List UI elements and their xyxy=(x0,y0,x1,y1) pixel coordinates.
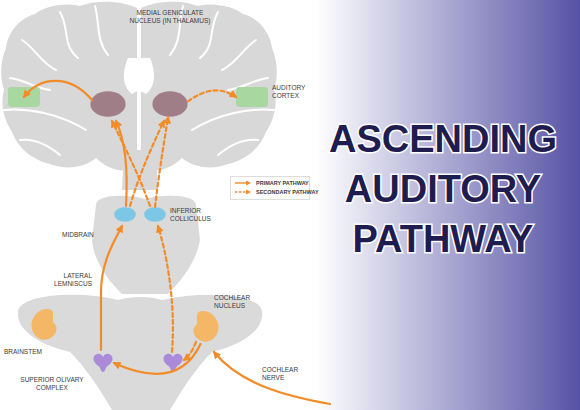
shape-fill xyxy=(144,207,166,222)
title-text: ASCENDING AUDITORY PATHWAY xyxy=(318,114,568,264)
shape-fill xyxy=(236,87,268,107)
legend-line xyxy=(235,182,247,183)
shape-outline xyxy=(92,352,114,372)
secondary-tract xyxy=(130,121,164,206)
primary-tract xyxy=(101,226,122,350)
colliculus-oval xyxy=(114,207,136,222)
nucleus-blob xyxy=(32,309,57,340)
brain-section xyxy=(1,0,277,190)
shape-outline xyxy=(152,91,188,117)
legend-arrowhead xyxy=(246,190,251,195)
olivary-blob xyxy=(163,354,182,372)
shape-outline xyxy=(236,86,268,108)
nucleus-oval xyxy=(90,91,125,116)
legend-row: PRIMARY PATHWAY xyxy=(234,179,306,188)
structure-label: AUDITORY CORTEX xyxy=(272,84,316,100)
shape-fill xyxy=(193,311,218,342)
structure-label: INFERIOR COLLICULUS xyxy=(170,207,232,223)
brainstem-section xyxy=(18,295,262,410)
legend-text: PRIMARY PATHWAY xyxy=(256,180,309,187)
shape-outline xyxy=(144,207,166,222)
region-label: MIDBRAIN xyxy=(62,231,122,239)
legend-sample xyxy=(234,189,252,195)
legend-box: PRIMARY PATHWAYSECONDARY PATHWAY xyxy=(230,176,310,200)
pathway-connector xyxy=(155,117,168,207)
nerve-label: COCHLEAR NERVE xyxy=(262,366,312,382)
cortex-band: AUDITORY CORTEX xyxy=(236,86,268,108)
tract-label: LATERAL LEMNISCUS xyxy=(28,272,92,288)
shape-fill xyxy=(152,91,187,116)
gradient-panel xyxy=(280,0,580,410)
legend-row: SECONDARY PATHWAY xyxy=(234,188,306,197)
shape-outline xyxy=(190,310,220,344)
pathway-connector xyxy=(114,344,201,374)
region-label: BRAINSTEM xyxy=(4,348,64,356)
legend-line xyxy=(235,191,247,192)
structure-label: MEDIAL GENICULATE NUCLEUS (IN THALAMUS) xyxy=(122,9,218,25)
cochlear-nerve-fiber xyxy=(214,352,330,404)
colliculus-oval: INFERIOR COLLICULUS xyxy=(144,207,166,222)
secondary-tract xyxy=(112,121,150,206)
primary-tract xyxy=(24,81,92,100)
nucleus-blob: COCHLEAR NUCLEUS xyxy=(190,310,220,344)
nucleus-oval: MEDIAL GENICULATE NUCLEUS (IN THALAMUS) xyxy=(152,91,188,117)
secondary-tract xyxy=(184,342,196,360)
structure-label: SUPERIOR OLIVARY COMPLEX xyxy=(12,376,92,392)
legend-text: SECONDARY PATHWAY xyxy=(256,189,319,196)
olivary-blob: SUPERIOR OLIVARY COMPLEX xyxy=(92,352,114,372)
legend-sample xyxy=(234,180,252,186)
shape-fill xyxy=(93,354,112,372)
legend-arrowhead xyxy=(246,181,251,186)
pathway-connector xyxy=(188,90,236,101)
secondary-tract xyxy=(158,226,173,352)
structure-label: COCHLEAR NUCLEUS xyxy=(214,294,278,310)
